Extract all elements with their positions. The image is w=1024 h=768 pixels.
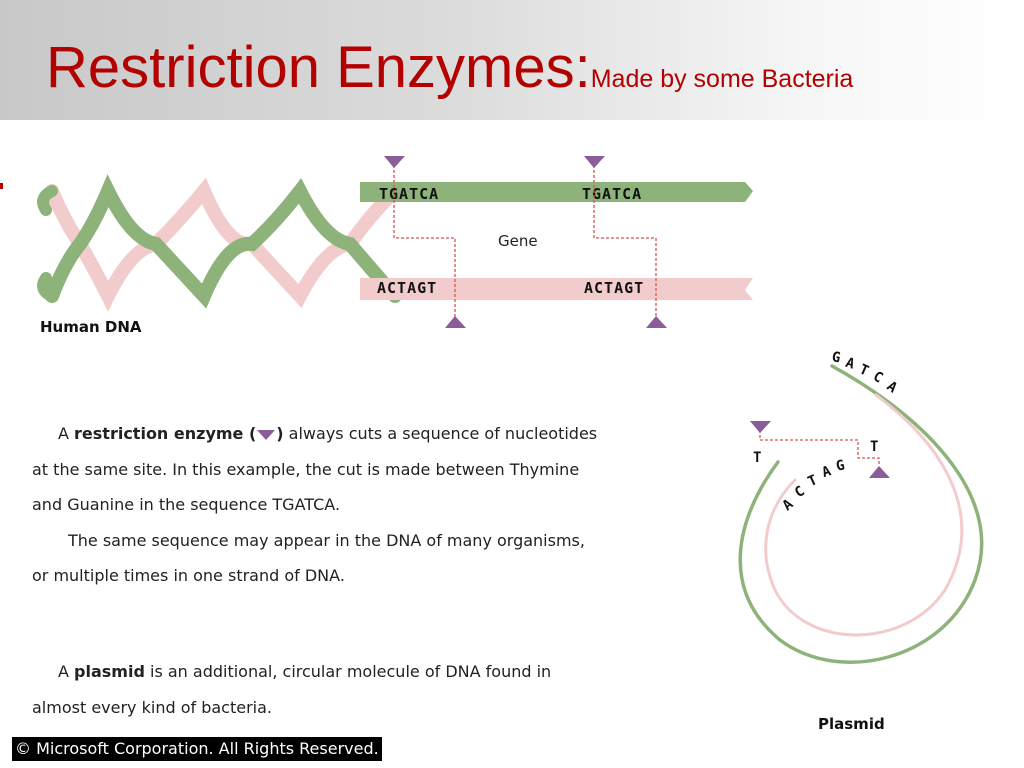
p2-line2: almost every kind of bacteria. [32,697,272,717]
bottom-strand-pink [360,278,753,300]
restriction-enzyme-paragraph: A restriction enzyme () always cuts a se… [32,416,597,594]
plasmid-cut-line [759,430,880,466]
p1-term-restriction-enzyme: restriction enzyme ( [74,424,257,443]
enzyme-inline-icon [257,429,276,440]
p1-line3: and Guanine in the sequence TGATCA. [32,495,341,514]
plasmid-t-left: T [753,450,761,466]
helix-left-hook [37,185,58,216]
plasmid-outer-letter-3: T [857,362,871,380]
helix-left-hook-bottom [37,272,58,302]
p2-line1-after: is an additional, circular molecule of D… [144,662,552,681]
p2-line1-before: A [58,662,75,681]
plasmid-enzyme-icon-bottom [869,466,890,478]
plasmid-inner-letter-3: T [806,472,820,490]
enzyme-icon-bottom-2 [646,316,667,328]
copyright-notice: © Microsoft Corporation. All Rights Rese… [12,737,382,761]
top-strand-green [360,182,753,202]
bottom-site-2: ACTAGT [584,279,644,297]
plasmid-outer-letter-1: G [831,349,842,366]
plasmid-t-right: T [870,439,878,455]
human-dna-label: Human DNA [40,318,142,336]
enzyme-icon-bottom-1 [445,316,466,328]
p2-term-plasmid: plasmid [74,662,145,681]
plasmid-paragraph: A plasmid is an additional, circular mol… [32,654,551,725]
enzyme-icon-top-2 [584,156,605,168]
gene-label: Gene [498,232,538,250]
helix-pink-strand [45,177,402,312]
plasmid-enzyme-icon-top [750,421,771,433]
cut-line-1 [393,165,456,318]
title-subtitle: Made by some Bacteria [590,65,854,93]
plasmid-inner-letter-2: C [792,483,808,501]
p1-line4: The same sequence may appear in the DNA … [68,530,585,550]
p1-line2: at the same site. In this example, the c… [32,459,580,479]
plasmid-outer-letter-4: C [870,368,885,386]
plasmid-outer-strand [738,364,984,664]
plasmid-outer-letter-5: A [884,378,901,396]
p1-term-close: ) [276,424,284,443]
helix-green-strand [45,174,402,309]
p1-line1-before: A [58,424,75,443]
top-site-1: TGATCA [379,185,439,203]
top-site-2: TGATCA [582,185,642,203]
p1-line1-after: always cuts a sequence of nucleotides [283,424,598,443]
plasmid-label: Plasmid [818,715,885,733]
slide-title: Restriction Enzymes:Made by some Bacteri… [46,34,853,101]
cut-line-2 [593,165,657,318]
p1-line5: or multiple times in one strand of DNA. [32,566,345,585]
plasmid-inner-letter-5: G [835,457,847,474]
plasmid-inner-letter-1: A [780,496,797,514]
bullet-mark [0,183,3,189]
enzyme-icon-top-1 [384,156,405,168]
plasmid-outer-letter-2: A [843,355,857,373]
title-main: Restriction Enzymes: [46,35,591,100]
title-bar [0,0,1024,120]
bottom-site-1: ACTAGT [377,279,437,297]
plasmid-inner-letter-4: A [820,463,834,481]
plasmid-inner-strand [764,393,964,637]
